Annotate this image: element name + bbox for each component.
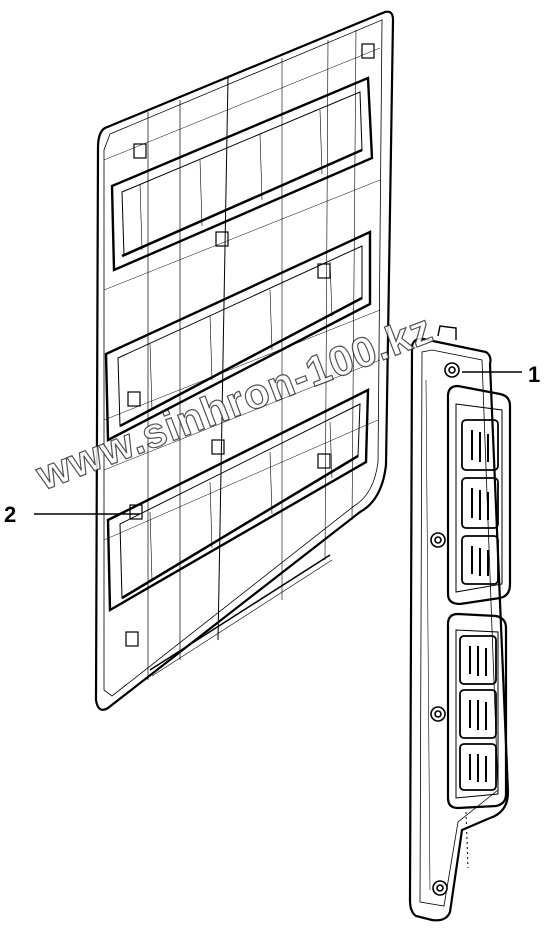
door-window-upper bbox=[110, 76, 374, 272]
lining-panel bbox=[408, 325, 512, 922]
door-panel-outline bbox=[94, 10, 395, 711]
callout-label-2: 2 bbox=[4, 502, 17, 527]
lining-panel-outline bbox=[408, 337, 510, 922]
fastener bbox=[430, 362, 460, 896]
door-clip bbox=[125, 43, 375, 647]
door-window-middle bbox=[104, 230, 372, 442]
vent-module-lower bbox=[446, 612, 508, 810]
vent-module-upper bbox=[446, 384, 512, 606]
callout-label-1: 1 bbox=[528, 362, 541, 387]
door-window-lower bbox=[106, 388, 370, 613]
door-panel bbox=[94, 10, 395, 711]
